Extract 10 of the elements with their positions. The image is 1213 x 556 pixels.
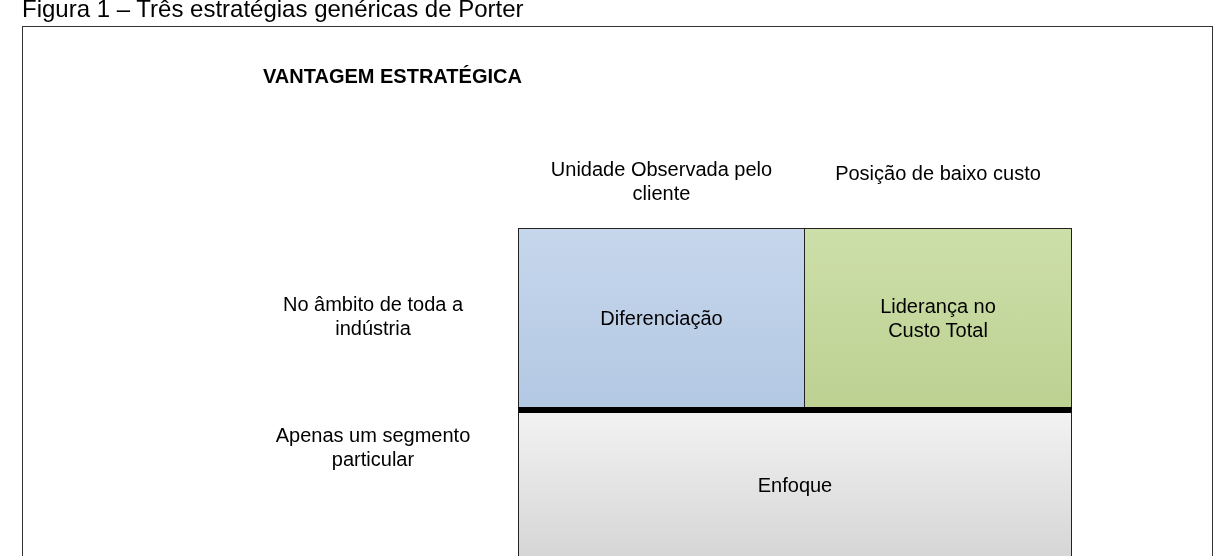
column-header: Posição de baixo custo	[834, 161, 1042, 185]
strategy-cell: Diferenciação	[518, 228, 805, 408]
strategy-cell: Liderança no Custo Total	[804, 228, 1072, 408]
heading: VANTAGEM ESTRATÉGICA	[263, 65, 522, 88]
figure-title: Figura 1 – Três estratégias genéricas de Porter	[22, 0, 524, 22]
row-header: No âmbito de toda a indústria	[281, 292, 465, 340]
column-header: Unidade Observada pelo cliente	[549, 157, 774, 205]
row-header: Apenas um segmento particular	[274, 423, 472, 471]
strategy-cell: Enfoque	[518, 407, 1072, 556]
figure-frame	[22, 26, 1213, 556]
